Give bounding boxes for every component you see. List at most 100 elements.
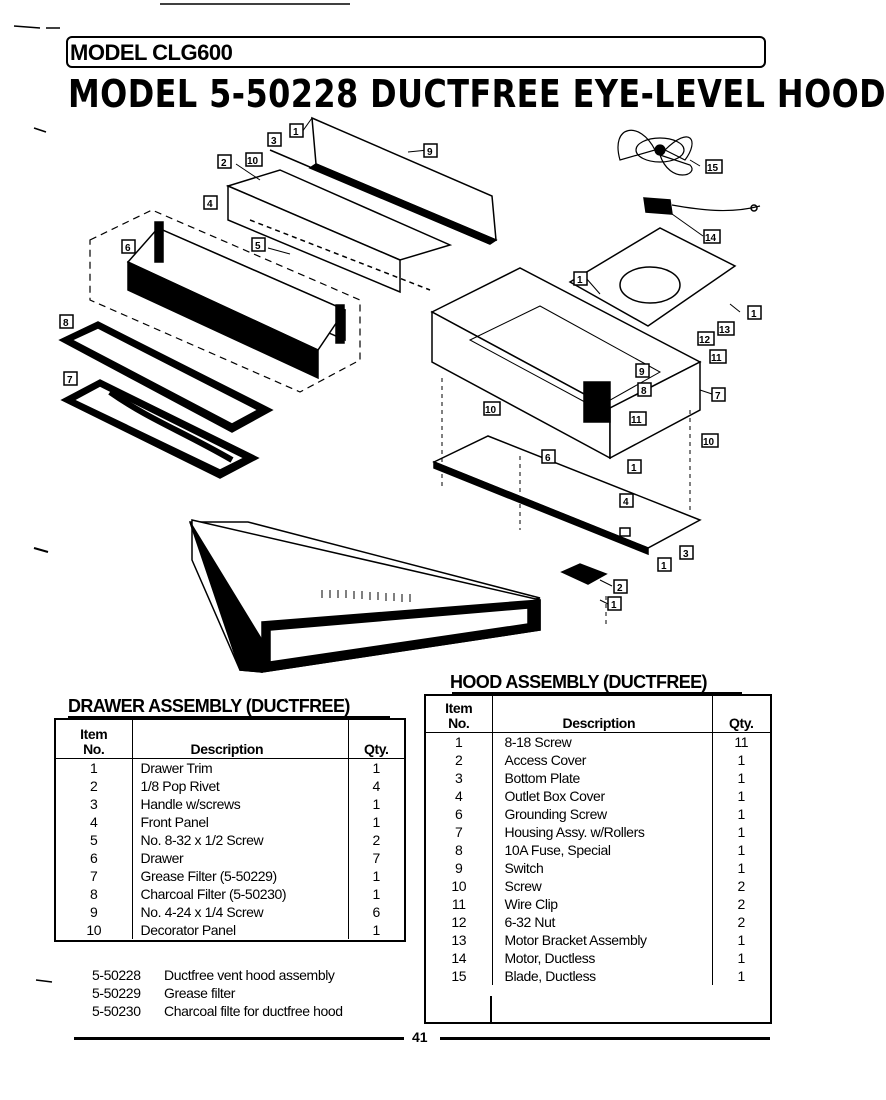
callout-1f: 1: [611, 600, 617, 611]
part-number-description: Ductfree vent hood assembly: [164, 967, 335, 983]
item-description: Drawer: [132, 848, 349, 867]
callout-8: 8: [63, 318, 69, 329]
item-description: Handle w/screws: [132, 794, 349, 813]
callout-10: 10: [247, 156, 259, 167]
hood-table-col-divider-ext: [490, 996, 492, 1022]
item-qty: 1: [737, 841, 746, 858]
callout-4: 4: [207, 199, 213, 210]
part-number-row: 5-50230 Charcoal filte for ductfree hood: [92, 1002, 343, 1020]
item-header-line2: No.: [83, 740, 105, 757]
item-number: 2: [426, 750, 493, 769]
item-qty: 1: [737, 769, 746, 786]
item-description: 1/8 Pop Rivet: [132, 776, 349, 795]
item-description: Switch: [492, 858, 713, 877]
item-number: 8: [56, 884, 133, 903]
page-title: MODEL 5-50228 DUCTFREE EYE-LEVEL HOOD: [68, 72, 886, 116]
item-qty: 2: [737, 913, 746, 930]
item-qty: 1: [737, 751, 746, 768]
callout-9b: 9: [639, 367, 645, 378]
part-number-row: 5-50228 Ductfree vent hood assembly: [92, 966, 343, 984]
model-label: MODEL CLG600: [70, 40, 233, 65]
item-qty: 1: [737, 931, 746, 948]
callout-12: 12: [699, 335, 711, 346]
item-number: 5: [56, 830, 133, 849]
item-description: Decorator Panel: [132, 920, 349, 939]
item-description: Bottom Plate: [492, 768, 713, 787]
item-description: Drawer Trim: [132, 758, 349, 777]
bottom-plate-part: [432, 435, 702, 556]
item-number: 10: [426, 876, 493, 895]
item-number: 1: [426, 732, 493, 751]
item-number: 6: [426, 804, 493, 823]
item-description: Blade, Ductless: [492, 966, 713, 985]
callout-1b: 1: [577, 275, 583, 286]
callout-3: 3: [271, 136, 277, 147]
item-number: 9: [56, 902, 133, 921]
callout-7b: 7: [715, 391, 721, 402]
callout-1: 1: [293, 127, 299, 138]
callout-14: 14: [705, 233, 717, 244]
item-description: Outlet Box Cover: [492, 786, 713, 805]
item-description: Motor, Ductless: [492, 948, 713, 967]
callout-6b: 6: [545, 453, 551, 464]
item-number: 13: [426, 930, 493, 949]
item-number: 11: [426, 894, 493, 913]
item-qty: 1: [737, 805, 746, 822]
item-number: 9: [426, 858, 493, 877]
fan-blade-part: [617, 129, 693, 176]
item-number: 4: [56, 812, 133, 831]
item-description: Access Cover: [492, 750, 713, 769]
item-qty: 1: [372, 867, 381, 884]
callout-1c: 1: [751, 309, 757, 320]
part-number-description: Grease filter: [164, 985, 236, 1001]
part-number: 5-50230: [92, 1003, 141, 1019]
callout-5: 5: [255, 241, 261, 252]
item-qty: 1: [372, 813, 381, 830]
part-number: 5-50228: [92, 967, 141, 983]
part-number-description: Charcoal filte for ductfree hood: [164, 1003, 343, 1019]
item-header-line1: Item: [445, 699, 473, 716]
callout-9: 9: [427, 147, 433, 158]
item-qty: 4: [372, 777, 381, 794]
item-number: 15: [426, 966, 493, 985]
callout-11b: 11: [631, 415, 642, 426]
item-qty: 7: [372, 849, 381, 866]
item-number: 10: [56, 920, 133, 939]
drawer-title-underline: [68, 716, 390, 718]
item-header-line1: Item: [80, 725, 108, 742]
callout-10c: 10: [703, 437, 715, 448]
callout-13: 13: [719, 325, 731, 336]
item-description: Wire Clip: [492, 894, 713, 913]
item-number: 3: [56, 794, 133, 813]
item-number: 2: [56, 776, 133, 795]
callout-6: 6: [125, 243, 131, 254]
charcoal-filter-part: [58, 321, 274, 433]
item-qty: 1: [737, 823, 746, 840]
callout-11: 11: [711, 353, 722, 364]
item-description: Grounding Screw: [492, 804, 713, 823]
item-qty: 1: [372, 759, 381, 776]
item-description: Charcoal Filter (5-50230): [132, 884, 349, 903]
item-number: 6: [56, 848, 133, 867]
item-qty: 1: [372, 885, 381, 902]
front-panel-part: [225, 169, 453, 294]
description-header: Description: [132, 720, 349, 758]
callout-4b: 4: [623, 497, 629, 508]
item-description: 8-18 Screw: [492, 732, 713, 751]
item-description: Screw: [492, 876, 713, 895]
